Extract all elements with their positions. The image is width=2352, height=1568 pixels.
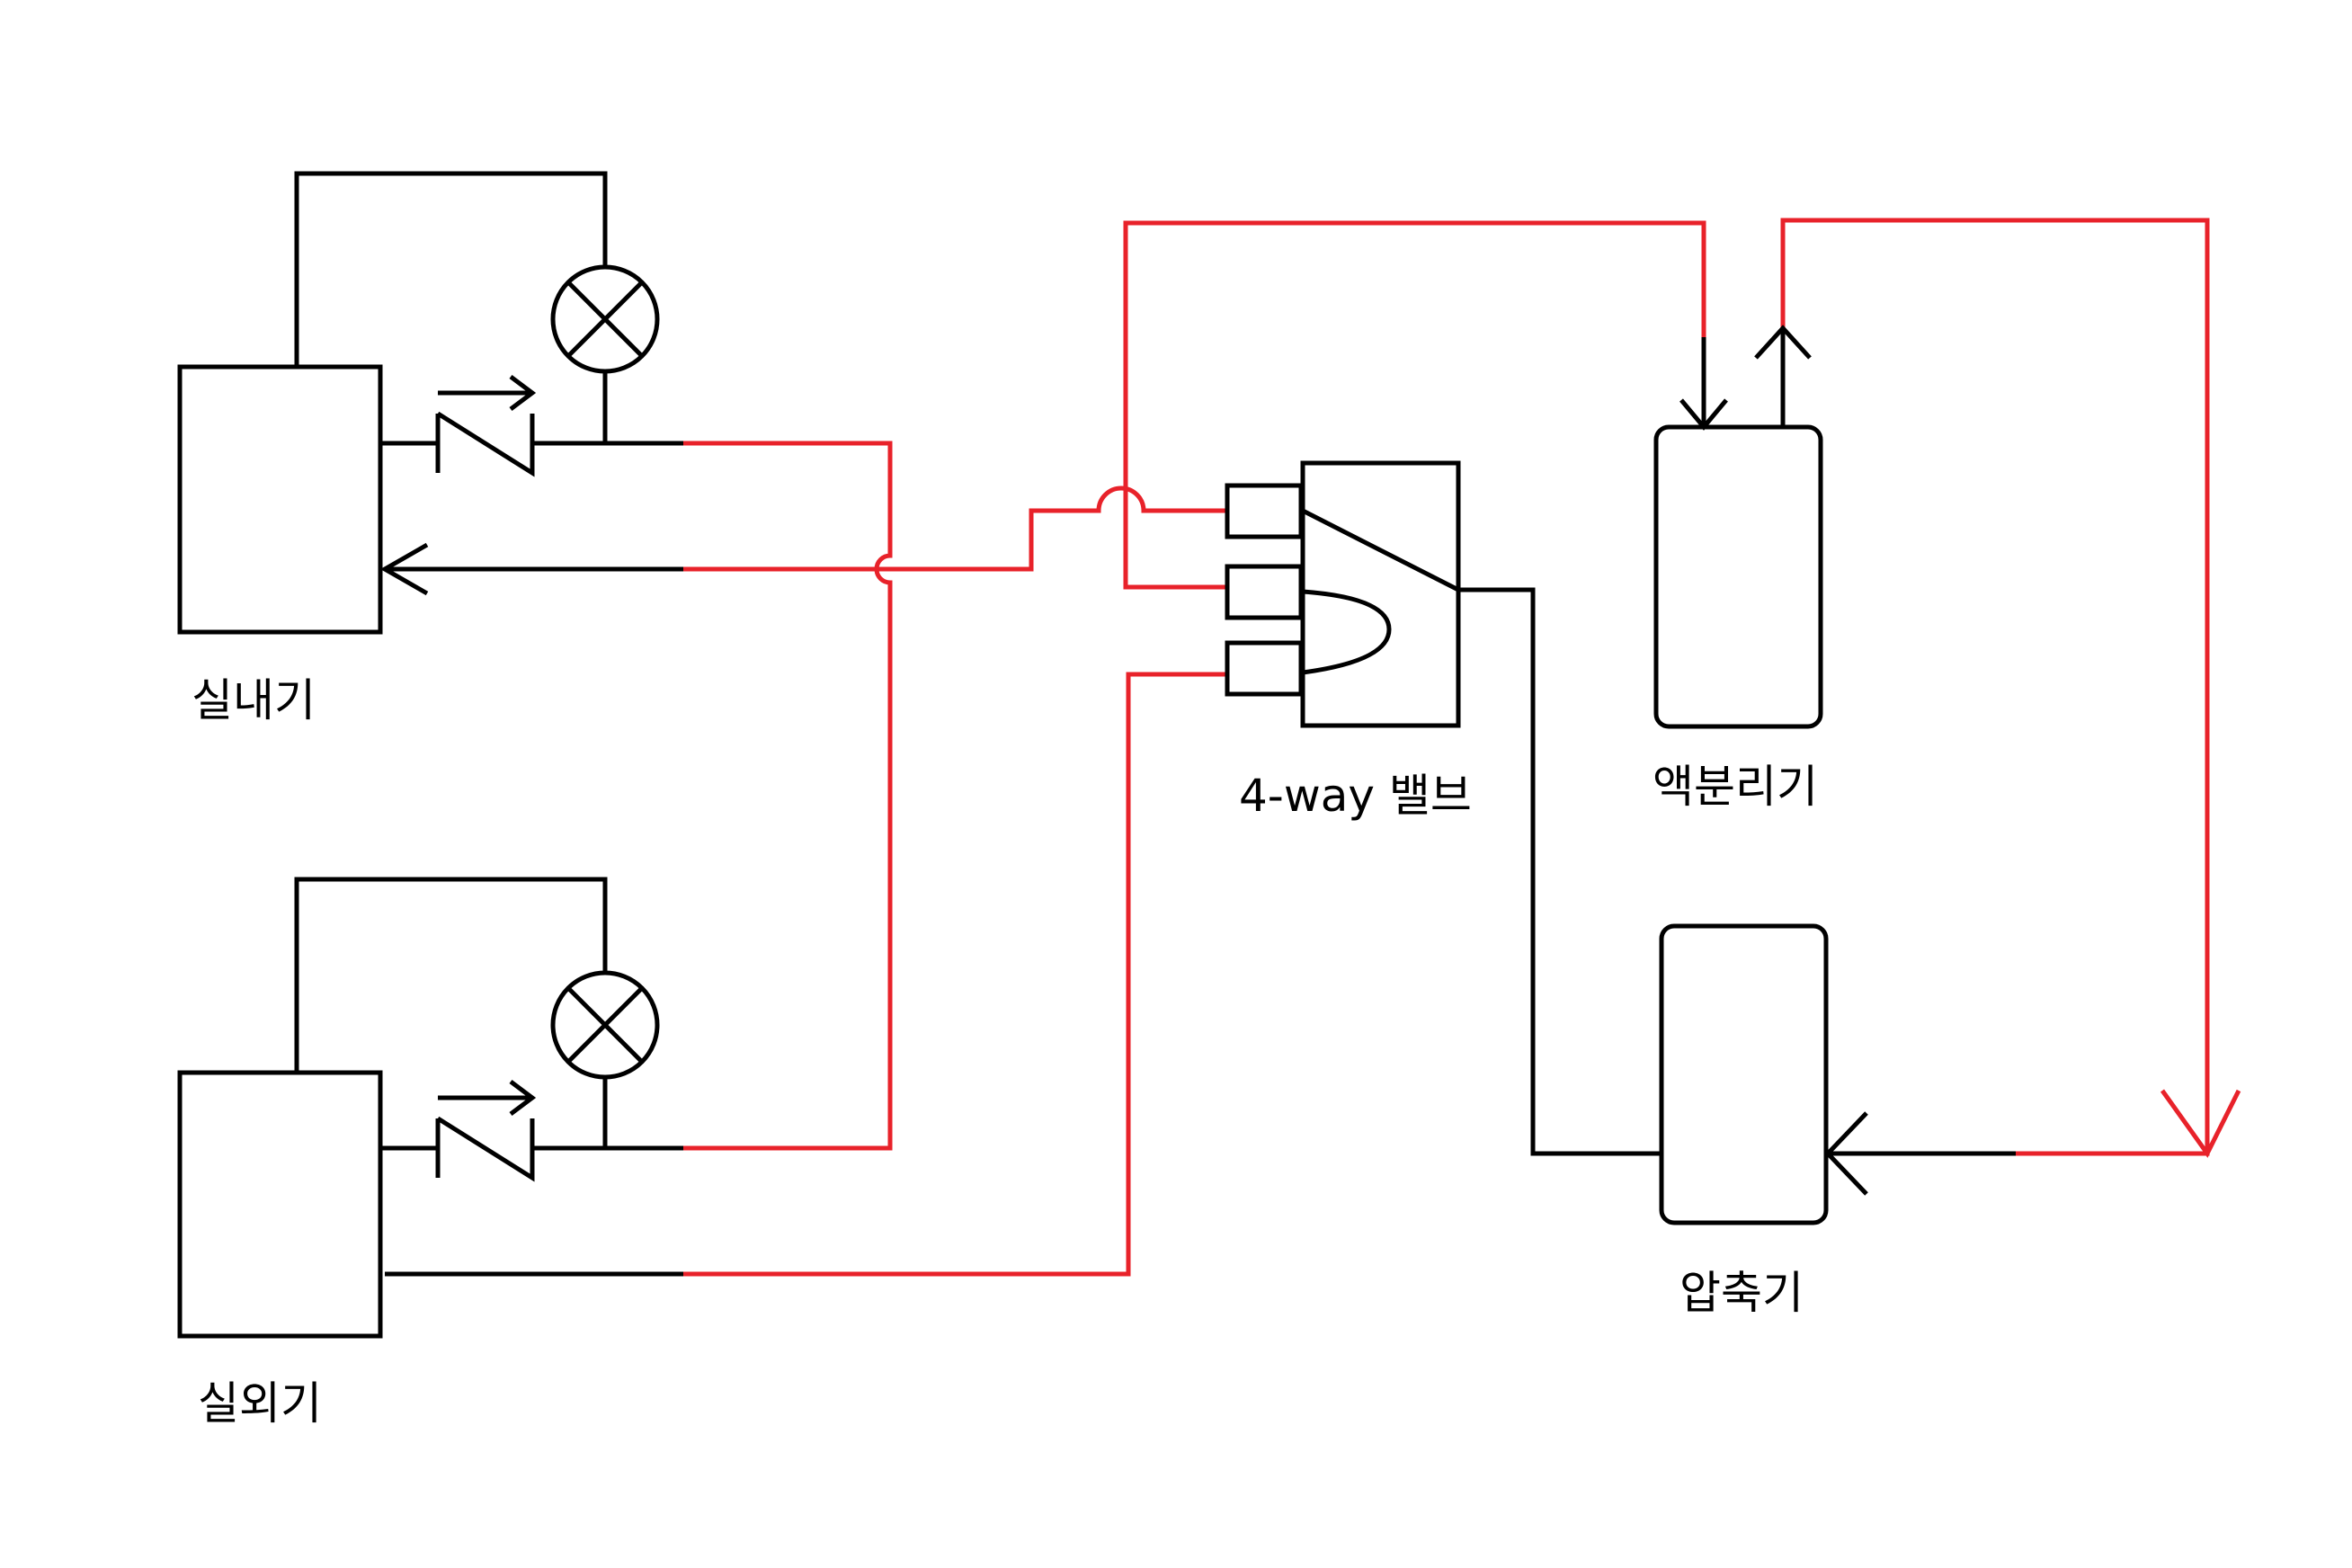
- valve-to-compressor-line: [1458, 587, 1662, 1156]
- indoor-bypass-line: [294, 171, 608, 367]
- accumulator-group: 액분리기: [1653, 325, 1823, 813]
- outdoor-unit-group: 실외기: [177, 877, 683, 1430]
- indoor-outdoor-connector-pipe: [683, 441, 893, 1151]
- outdoor-expansion-valve-icon: [550, 970, 660, 1080]
- indoor-check-valve-icon: [435, 411, 683, 477]
- valve-to-outdoor-pipe: [683, 672, 1227, 1277]
- indoor-unit-group: 실내기: [177, 171, 683, 726]
- valve-port-3: [1225, 640, 1304, 697]
- compressor-group: 압축기: [1659, 923, 2016, 1319]
- valve-port-1: [1225, 483, 1304, 539]
- four-way-valve-group: 4-way 밸브: [1225, 460, 1662, 1156]
- valve-to-accumulator-pipe: [1123, 220, 1706, 590]
- compressor-box: [1659, 923, 1829, 1225]
- valve-port-2: [1225, 564, 1304, 620]
- accumulator-label: 액분리기: [1653, 761, 1818, 813]
- indoor-flow-arrow-icon: [438, 375, 537, 411]
- accumulator-box: [1653, 424, 1823, 729]
- indoor-to-valve-pipe: [683, 486, 1227, 572]
- indoor-unit-box: [177, 364, 383, 635]
- indoor-return-arrowhead-icon: [379, 542, 429, 596]
- accumulator-inlet-arrowhead-icon: [1679, 398, 1728, 431]
- indoor-expansion-valve-icon: [550, 264, 660, 374]
- outdoor-check-valve-icon: [435, 1116, 683, 1182]
- outdoor-flow-arrow-icon: [438, 1080, 537, 1116]
- compressor-label: 압축기: [1679, 1267, 1804, 1319]
- compressor-inlet-black-arrowhead-icon: [1824, 1111, 1868, 1196]
- outdoor-unit-label: 실외기: [198, 1377, 322, 1430]
- accumulator-to-compressor-pipe: [1780, 218, 2210, 1156]
- valve-diagonal: [1301, 508, 1460, 592]
- valve-loop-icon: [1302, 589, 1392, 675]
- outdoor-bypass-line: [294, 877, 608, 1073]
- indoor-unit-label: 실내기: [192, 674, 316, 726]
- compressor-inlet-arrowhead-icon: [2160, 1089, 2241, 1158]
- accumulator-outlet-arrowhead-icon: [1754, 325, 1812, 360]
- outdoor-unit-box: [177, 1070, 383, 1339]
- four-way-valve-label: 4-way 밸브: [1239, 770, 1472, 822]
